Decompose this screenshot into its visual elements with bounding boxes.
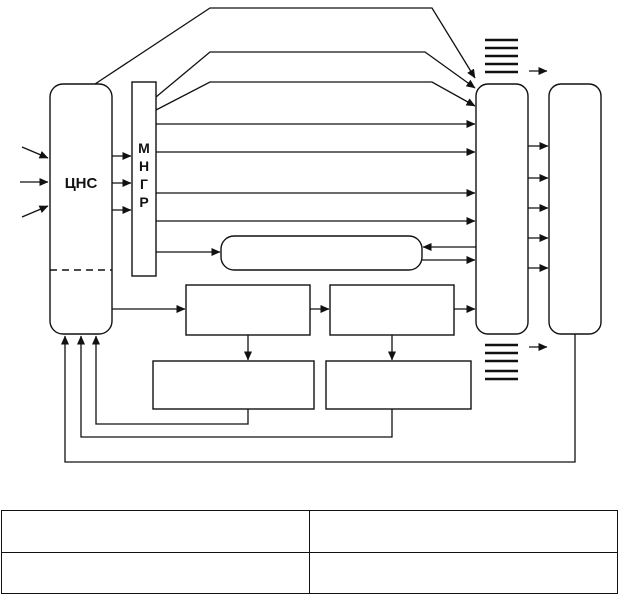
physiology-block-diagram: ЦНС М Н Г Р: [20, 7, 602, 463]
caption-table: [1, 510, 618, 594]
table-cell: [309, 510, 618, 553]
mngr-letter-n: Н: [139, 158, 149, 174]
table-row: [1, 510, 618, 553]
feedback-bottom-left: [92, 335, 249, 425]
mngr-block: [131, 81, 157, 277]
table-cell: [309, 551, 618, 594]
cns-top-link: [94, 7, 476, 85]
output-block: [548, 83, 602, 335]
table-row: [1, 551, 618, 594]
input-arrow-3: [21, 205, 49, 218]
mngr-letter-g: Г: [140, 176, 148, 192]
cns-label: ЦНС: [65, 175, 98, 192]
input-arrow-1: [21, 146, 49, 159]
feedback-output: [61, 334, 576, 463]
effector-block: [475, 83, 529, 335]
bottom-right-block: [325, 360, 472, 410]
feedback-bottom-right: [77, 335, 393, 438]
bottom-stripes: [485, 343, 518, 381]
table-cell: [1, 551, 310, 594]
top-stripes: [485, 38, 518, 74]
middle-rounded-block: [220, 235, 423, 271]
cns-block: [49, 83, 113, 335]
middle-right-block: [329, 284, 455, 336]
mngr-letter-r: Р: [139, 194, 148, 210]
table-cell: [1, 510, 310, 553]
mngr-letter-m: М: [138, 140, 150, 156]
middle-left-block: [185, 284, 311, 336]
mngr-link-2: [155, 81, 476, 111]
bottom-left-block: [152, 360, 315, 410]
mngr-link-1: [155, 51, 476, 98]
